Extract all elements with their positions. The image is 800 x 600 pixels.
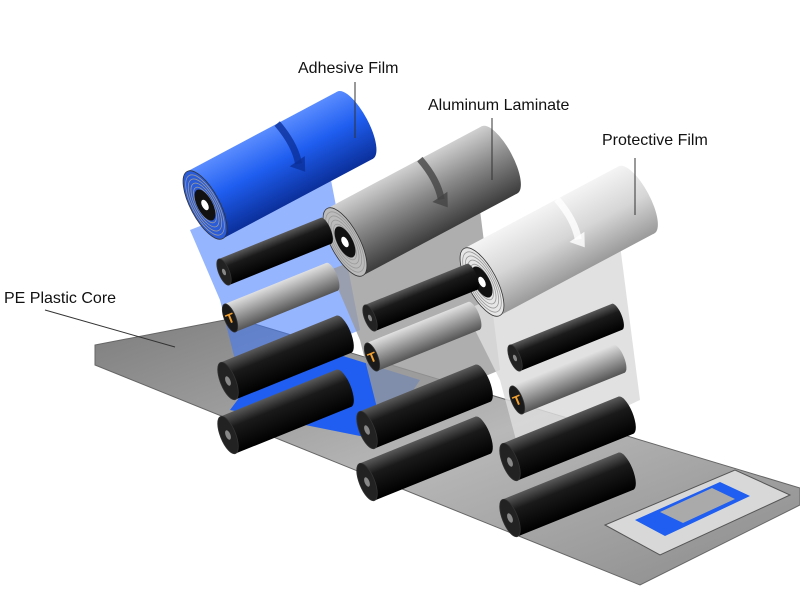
rotation-arrow-icon xyxy=(554,196,585,248)
guide-roller-1 xyxy=(216,217,333,286)
aluminum-laminate-roll xyxy=(322,125,521,277)
guide-roller-2 xyxy=(362,263,479,332)
nip-roller-bottom-3 xyxy=(499,452,636,538)
nip-roller-bottom-1 xyxy=(217,369,354,455)
guide-roller-3 xyxy=(507,303,624,372)
tension-roller-1: T xyxy=(221,262,340,333)
label-pe-plastic-core: PE Plastic Core xyxy=(4,290,117,307)
spool-hub-icon xyxy=(471,266,493,298)
nip-roller-top-1 xyxy=(217,315,354,401)
label-protective-film: Protective Film xyxy=(602,132,708,149)
nip-roller-bottom-2 xyxy=(356,416,493,502)
nip-roller-top-3 xyxy=(499,396,636,482)
protective-film-roll xyxy=(459,165,658,317)
nip-roller-top-2 xyxy=(356,364,493,450)
spool-hub-icon xyxy=(334,226,356,258)
leader-lines xyxy=(44,82,636,348)
label-aluminum-laminate: Aluminum Laminate xyxy=(428,97,570,114)
label-adhesive-film: Adhesive Film xyxy=(298,60,399,77)
rotation-arrow-icon xyxy=(417,156,448,208)
spool-hub-icon xyxy=(194,189,216,221)
tension-roller-2: T xyxy=(363,301,482,372)
tension-roller-3: T xyxy=(508,344,627,415)
rotation-arrow-icon xyxy=(274,121,306,172)
